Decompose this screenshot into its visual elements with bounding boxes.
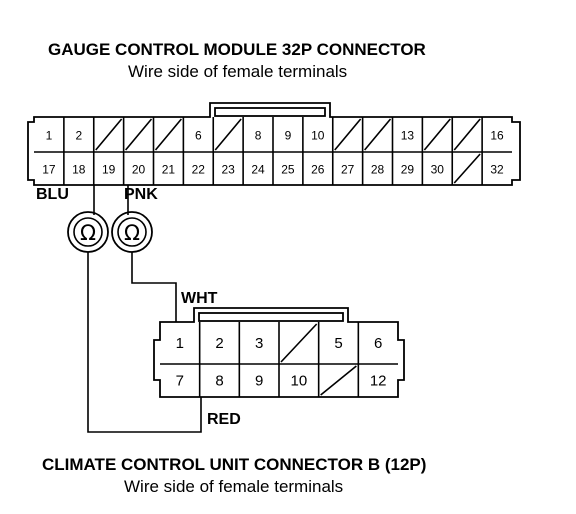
climate-terminal-3: 3: [255, 335, 263, 352]
climate-terminal-9: 9: [255, 373, 263, 390]
gauge-empty-cavity: [364, 118, 392, 151]
wire-label-red: RED: [207, 411, 241, 428]
gauge-terminal-29: 29: [401, 163, 415, 177]
gauge-terminal-32: 32: [490, 163, 504, 177]
gauge-terminal-25: 25: [281, 163, 295, 177]
ohm-symbol: Ω: [124, 221, 140, 245]
gauge-empty-cavity: [453, 118, 481, 151]
climate-terminal-2: 2: [215, 335, 223, 352]
climate-terminal-12: 12: [370, 373, 387, 390]
gauge-terminal-10: 10: [311, 129, 325, 143]
gauge-terminal-22: 22: [192, 163, 206, 177]
gauge-empty-cavity: [453, 153, 481, 184]
gauge-terminal-19: 19: [102, 163, 116, 177]
gauge-terminal-16: 16: [490, 129, 504, 143]
gauge-terminal-20: 20: [132, 163, 146, 177]
climate-terminal-1: 1: [176, 335, 184, 352]
wire-label-pnk: PNK: [124, 186, 158, 203]
wire-wht: [131, 252, 177, 322]
gauge-terminal-21: 21: [162, 163, 176, 177]
gauge-terminal-8: 8: [255, 129, 262, 143]
gauge-empty-cavity: [334, 118, 362, 151]
climate-terminal-5: 5: [334, 335, 342, 352]
gauge-terminal-23: 23: [222, 163, 236, 177]
ohmmeter-pnk: Ω: [111, 211, 153, 253]
gauge-empty-cavity: [154, 118, 182, 151]
climate-empty-cavity: [280, 323, 318, 363]
gauge-terminal-28: 28: [371, 163, 385, 177]
climate-terminal-8: 8: [215, 373, 223, 390]
gauge-terminal-13: 13: [401, 129, 415, 143]
gauge-terminal-24: 24: [251, 163, 265, 177]
gauge-terminal-17: 17: [42, 163, 56, 177]
gauge-terminal-2: 2: [75, 129, 82, 143]
gauge-terminal-9: 9: [285, 129, 292, 143]
wire-red: [87, 252, 202, 433]
gauge-terminal-1: 1: [46, 129, 53, 143]
gauge-empty-cavity: [214, 118, 242, 151]
climate-terminal-7: 7: [176, 373, 184, 390]
climate-connector-title: CLIMATE CONTROL UNIT CONNECTOR B (12P): [42, 455, 426, 474]
gauge-terminal-6: 6: [195, 129, 202, 143]
wire-label-blu: BLU: [36, 186, 69, 203]
gauge-terminal-27: 27: [341, 163, 355, 177]
gauge-terminal-26: 26: [311, 163, 325, 177]
gauge-empty-cavity: [125, 118, 153, 151]
gauge-empty-cavity: [95, 118, 123, 151]
climate-terminal-10: 10: [290, 373, 307, 390]
gauge-empty-cavity: [423, 118, 451, 151]
climate-empty-cavity: [320, 365, 357, 396]
climate-terminal-6: 6: [374, 335, 382, 352]
ohmmeter-blu: Ω: [67, 211, 109, 253]
climate-connector-subtitle: Wire side of female terminals: [124, 477, 343, 496]
gauge-connector-title: GAUGE CONTROL MODULE 32P CONNECTOR: [48, 40, 426, 59]
gauge-terminal-30: 30: [431, 163, 445, 177]
ohm-symbol: Ω: [80, 221, 96, 245]
gauge-connector-subtitle: Wire side of female terminals: [128, 62, 347, 81]
gauge-terminal-18: 18: [72, 163, 86, 177]
wire-label-wht: WHT: [181, 290, 218, 307]
